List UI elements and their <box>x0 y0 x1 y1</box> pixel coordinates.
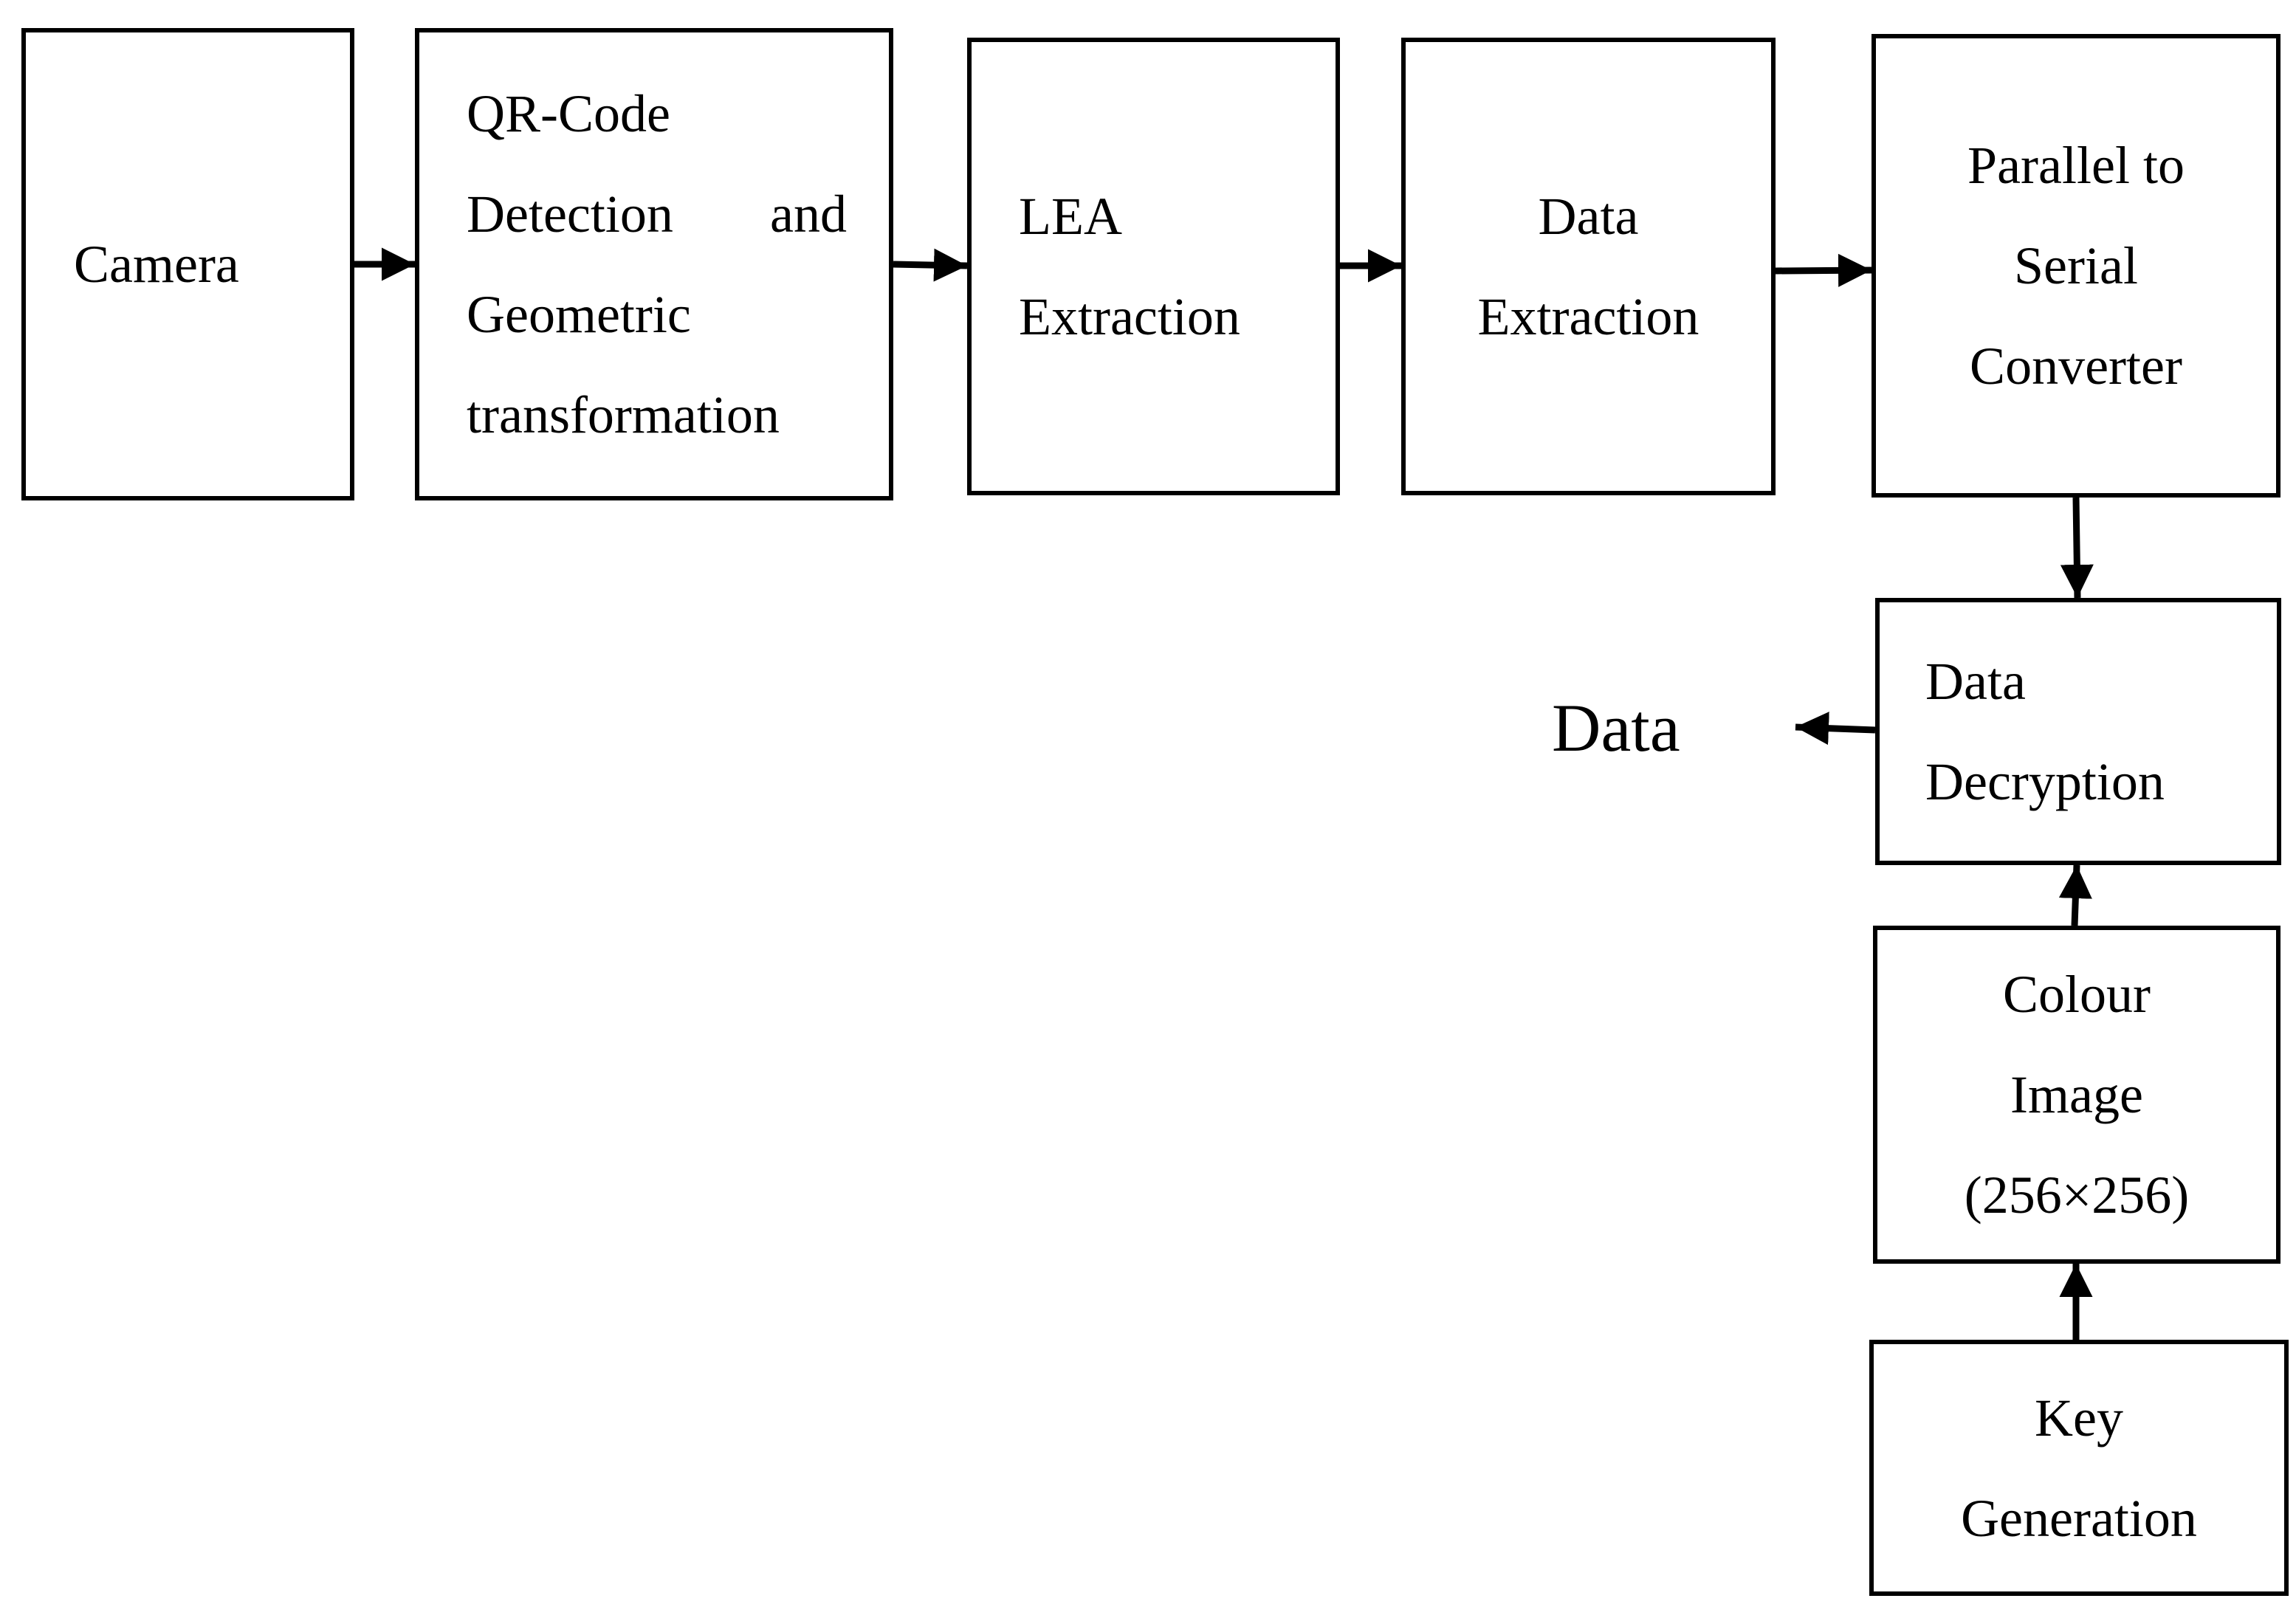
arrow-data-extraction-to-parallel-serial <box>1775 253 1872 287</box>
output-data-label: Data <box>1552 690 1680 765</box>
colour-image-line-2: Image <box>2010 1065 2143 1124</box>
data-extraction-line-1: Data <box>1538 187 1639 246</box>
qr-detection-line-4: transformation <box>467 385 780 444</box>
data-decryption-line-1: Data <box>1925 652 2026 711</box>
qr-detection-word-and: and <box>770 185 847 244</box>
colour-image-line-3: (256×256) <box>1964 1166 2190 1225</box>
lea-extraction-node: LEA Extraction <box>967 38 1340 495</box>
parallel-serial-line-2: Serial <box>2014 236 2138 295</box>
key-generation-line-2: Generation <box>1961 1488 2197 1548</box>
lea-extraction-line-1: LEA <box>1019 187 1122 246</box>
data-extraction-node: Data Extraction <box>1401 38 1776 495</box>
qr-detection-line-2: Detection and <box>467 164 847 264</box>
qr-detection-line-3: Geometric <box>467 285 691 344</box>
data-decryption-line-2: Decryption <box>1925 752 2165 811</box>
arrow-qr-detection-to-lea-extraction <box>893 248 968 282</box>
arrow-parallel-serial-to-data-decryption <box>2060 497 2094 599</box>
colour-image-line-1: Colour <box>2002 965 2151 1024</box>
qr-detection-line-1: QR-Code <box>467 84 670 143</box>
camera-node-label: Camera <box>74 235 239 294</box>
data-decryption-node: Data Decryption <box>1875 598 2281 865</box>
qr-detection-word-detection: Detection <box>467 185 673 244</box>
arrow-colour-image-to-data-decryption <box>2058 864 2092 926</box>
colour-image-node: Colour Image (256×256) <box>1873 926 2280 1264</box>
arrow-data-decryption-to-output <box>1795 712 1876 746</box>
key-generation-node: Key Generation <box>1869 1340 2289 1596</box>
lea-extraction-line-2: Extraction <box>1019 287 1240 346</box>
data-extraction-line-2: Extraction <box>1477 287 1699 346</box>
qr-detection-node: QR-Code Detection and Geometric transfor… <box>415 28 893 500</box>
key-generation-line-1: Key <box>2035 1388 2123 1448</box>
parallel-serial-node: Parallel to Serial Converter <box>1871 34 2280 498</box>
parallel-serial-line-3: Converter <box>1970 337 2182 396</box>
parallel-serial-line-1: Parallel to <box>1967 136 2185 195</box>
camera-node: Camera <box>21 28 354 500</box>
